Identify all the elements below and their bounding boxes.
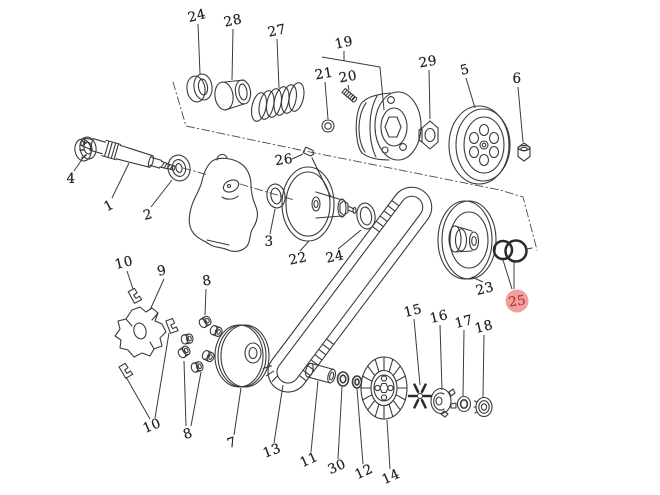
leader-line-7 — [233, 387, 242, 436]
part-24-washer-drawing — [186, 73, 213, 103]
callout-29[interactable]: 29 — [417, 52, 439, 72]
callout-20[interactable]: 20 — [337, 67, 359, 87]
part-24-seal-drawing — [356, 202, 376, 230]
leader-line-24-lower — [337, 229, 362, 250]
part-28-bushing-drawing — [214, 79, 252, 111]
part-5-clutch-bell-drawing — [448, 105, 511, 185]
leader-line-10-lower — [125, 376, 151, 420]
leader-line-10-lower — [154, 332, 170, 419]
part-18-nut-drawing — [473, 396, 493, 418]
leader-line-3 — [269, 208, 276, 235]
leader-line-2 — [150, 179, 173, 208]
part-23-driven-face-drawing — [437, 200, 497, 280]
leader-line-14 — [386, 419, 391, 470]
crankcase-cover-drawing — [188, 153, 258, 252]
part-29-nut-drawing — [418, 120, 439, 150]
leader-line-24-upper — [197, 23, 201, 75]
part-13-belt-drawing — [262, 186, 433, 393]
leader-line-19 — [379, 66, 385, 111]
leader-line-19 — [321, 56, 381, 68]
part-25-rings-drawing — [492, 239, 533, 263]
part-21-oring-drawing — [321, 119, 335, 133]
leader-line-29 — [428, 69, 431, 120]
leader-line-1 — [111, 162, 130, 199]
leader-line-10-upper — [126, 270, 134, 290]
callout-4[interactable]: 4 — [66, 171, 76, 187]
leader-line-27 — [276, 38, 280, 89]
leader-line-16 — [439, 324, 443, 391]
part-6-nut-drawing — [517, 142, 531, 162]
part-16-ratchet-drawing — [430, 387, 457, 418]
part-2-bearing-drawing — [167, 154, 191, 182]
part-17-washer-drawing — [456, 395, 472, 413]
leader-line-8-lower — [190, 371, 202, 427]
leader-line-21 — [324, 81, 329, 120]
leader-line-18 — [482, 334, 485, 398]
leader-line-8-lower — [183, 360, 187, 427]
leader-line-28 — [231, 28, 234, 81]
leader-line-6 — [517, 86, 524, 143]
leader-line-11 — [310, 380, 319, 453]
callout-6[interactable]: 6 — [512, 71, 522, 87]
part-3-seal-drawing — [266, 183, 286, 209]
part-30-washer-drawing — [336, 371, 350, 387]
leader-line-5 — [465, 77, 476, 109]
part-14-fan-face-drawing — [360, 356, 408, 420]
part-1-shaft-drawing — [80, 137, 176, 171]
part-8-rollers-drawing — [177, 315, 223, 373]
part-7-pulley-half-drawing — [214, 324, 270, 388]
part-11-sleeve-drawing — [304, 362, 336, 384]
part-9-ramp-plate-drawing — [114, 306, 167, 358]
leader-line-4 — [73, 157, 84, 172]
part-10-sliders-drawing — [118, 287, 179, 379]
leader-line-15 — [413, 318, 421, 386]
leader-line-23 — [471, 276, 484, 283]
leader-line-8-upper — [204, 288, 207, 316]
part-27-spring-drawing — [250, 82, 305, 122]
leader-line-26 — [291, 153, 304, 160]
leader-line-12 — [356, 388, 364, 465]
callout-26[interactable]: 26 — [273, 150, 295, 170]
part-20-screw-drawing — [341, 88, 358, 103]
callout-3[interactable]: 3 — [264, 234, 274, 250]
leader-line-9 — [149, 278, 165, 311]
part-19-clutch-assembly-drawing — [355, 91, 422, 161]
leader-line-13 — [273, 384, 284, 444]
part-15-star-washer-drawing — [407, 383, 433, 409]
leader-line-22 — [299, 240, 310, 252]
part-22-drive-face-drawing — [281, 166, 357, 242]
leader-line-20 — [347, 84, 350, 91]
callout-21[interactable]: 21 — [313, 64, 335, 84]
leader-line-17 — [462, 329, 465, 397]
leader-line-30 — [337, 386, 343, 460]
leader-line-25 — [502, 259, 513, 290]
